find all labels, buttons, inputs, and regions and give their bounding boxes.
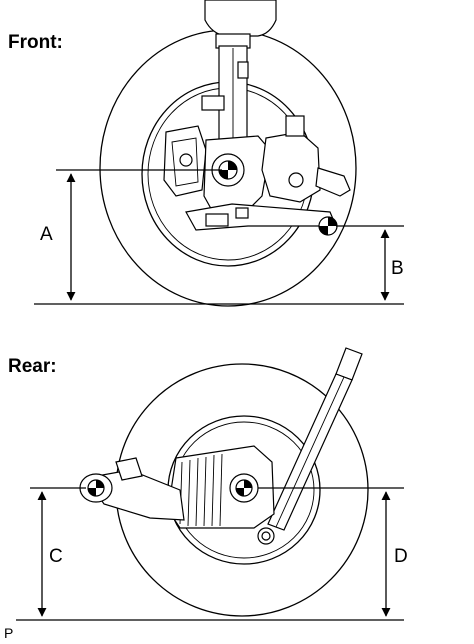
rear-title: Rear: xyxy=(8,356,57,377)
front-steering-assembly xyxy=(261,115,351,203)
rear-shock-absorber xyxy=(257,347,363,545)
rear-section: Rear: xyxy=(4,347,408,641)
rear-point-p-label: P xyxy=(4,625,13,641)
front-center-mark xyxy=(219,161,237,179)
front-knuckle xyxy=(203,135,271,215)
rear-dimension-c-label: C xyxy=(49,546,63,567)
front-strut xyxy=(201,0,277,157)
front-dimension-a-label: A xyxy=(40,224,53,245)
rear-arm-mark xyxy=(88,480,104,496)
front-arm-mark xyxy=(319,217,337,235)
front-lower-arm xyxy=(185,203,338,236)
rear-center-mark xyxy=(236,480,252,496)
rear-dimension-d-label: D xyxy=(394,546,408,567)
front-title: Front: xyxy=(8,32,63,53)
front-brake-caliper xyxy=(163,125,207,197)
front-dimension-b-label: B xyxy=(391,258,404,279)
front-section: Front: xyxy=(8,0,404,307)
rear-trailing-arm xyxy=(79,457,185,521)
